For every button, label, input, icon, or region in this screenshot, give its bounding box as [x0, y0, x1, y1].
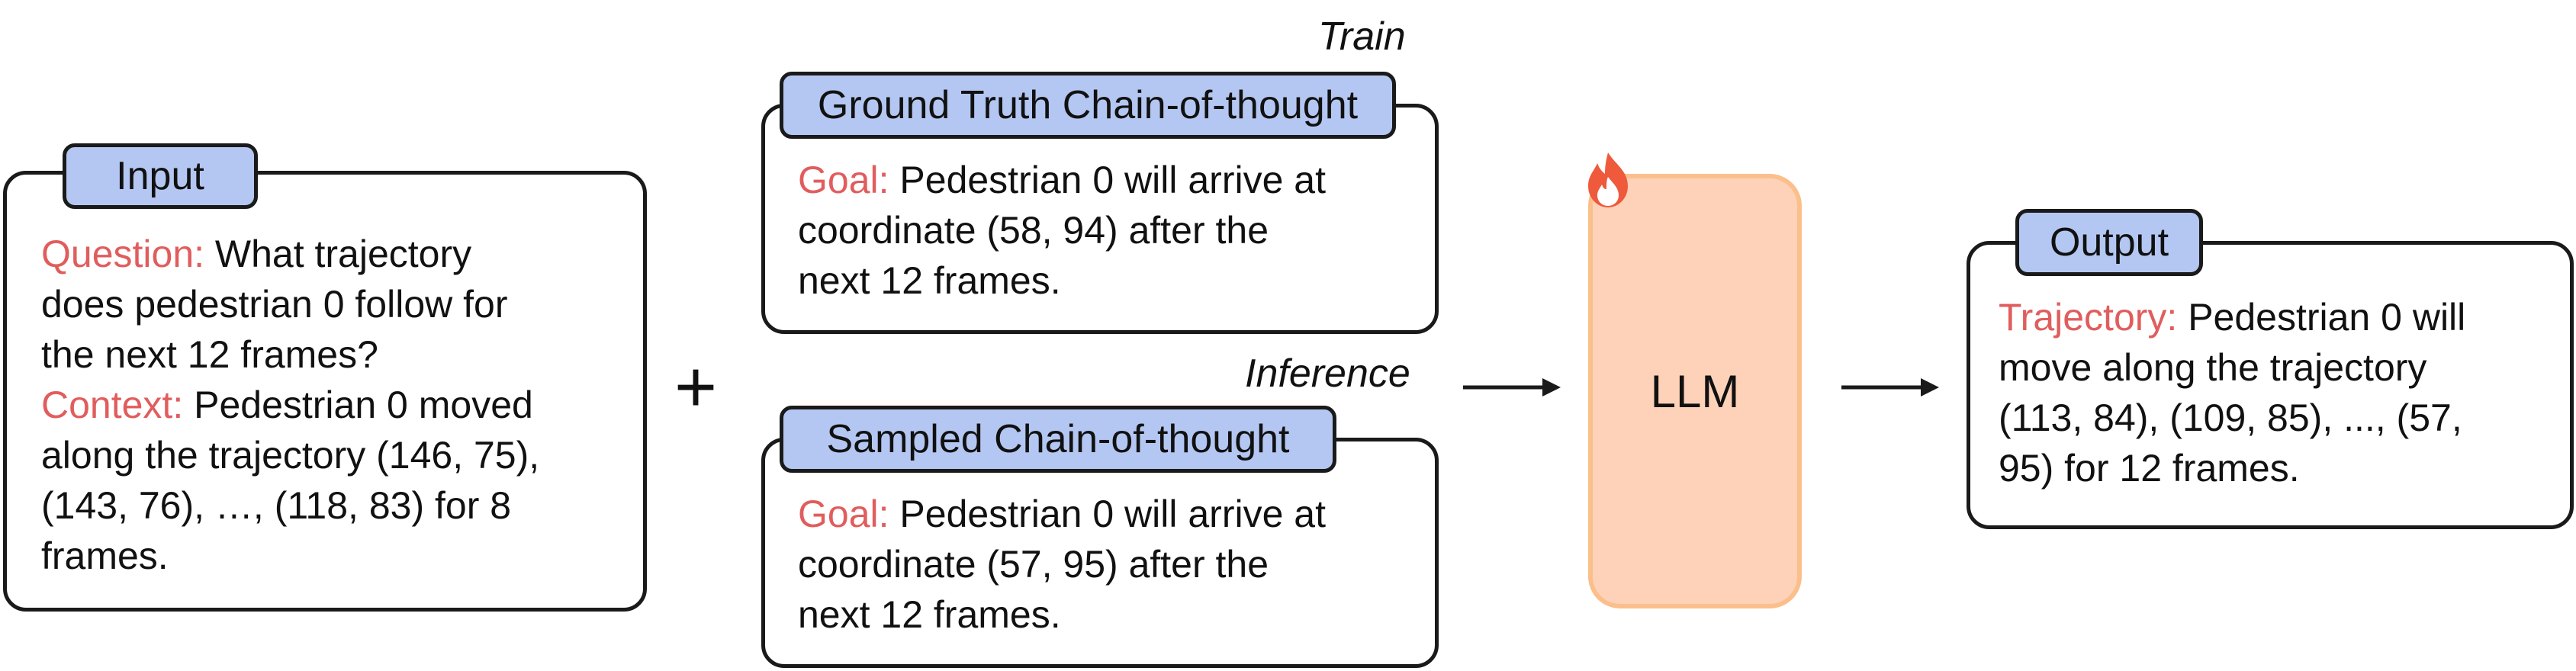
inference-box — [761, 438, 1439, 668]
output-line-2: (113, 84), (109, 85), ..., (57, — [1999, 393, 2465, 443]
output-line-text: 95) for 12 frames. — [1999, 447, 2300, 490]
plus-sign: + — [674, 346, 718, 428]
inference-line-1: coordinate (57, 95) after the — [798, 539, 1326, 589]
input-line-text: along the trajectory (146, 75), — [41, 434, 540, 477]
inference-line-text: Pedestrian 0 will arrive at — [889, 493, 1326, 535]
output-text: Trajectory: Pedestrian 0 will move along… — [1999, 292, 2465, 493]
train-line-text: next 12 frames. — [798, 259, 1061, 302]
input-line-text: Pedestrian 0 moved — [183, 384, 533, 426]
goal-label: Goal: — [798, 159, 889, 201]
input-line-text: frames. — [41, 535, 169, 577]
output-line-text: (113, 84), (109, 85), ..., (57, — [1999, 396, 2462, 439]
input-text: Question: What trajectory does pedestria… — [41, 229, 539, 581]
inference-line-2: next 12 frames. — [798, 589, 1326, 640]
inference-line-text: coordinate (57, 95) after the — [798, 543, 1269, 586]
question-label: Question: — [41, 233, 205, 275]
input-line-4: along the trajectory (146, 75), — [41, 430, 539, 480]
input-line-text: (143, 76), …, (118, 83) for 8 — [41, 484, 512, 527]
output-line-0: Trajectory: Pedestrian 0 will — [1999, 292, 2465, 342]
inference-line-text: next 12 frames. — [798, 593, 1061, 636]
llm-label: LLM — [1650, 365, 1740, 417]
train-line-text: coordinate (58, 94) after the — [798, 209, 1269, 252]
flame-icon — [1588, 152, 1628, 207]
train-box — [761, 104, 1439, 334]
input-line-0: Question: What trajectory — [41, 229, 539, 279]
output-tab: Output — [2015, 209, 2203, 276]
arrow-to-llm — [1463, 378, 1561, 396]
context-label: Context: — [41, 384, 184, 426]
trajectory-label: Trajectory: — [1999, 296, 2178, 339]
input-line-5: (143, 76), …, (118, 83) for 8 — [41, 480, 539, 531]
train-tab: Ground Truth Chain-of-thought — [780, 72, 1396, 139]
output-box — [1967, 241, 2574, 529]
inference-tab: Sampled Chain-of-thought — [780, 406, 1336, 473]
inference-text: Goal: Pedestrian 0 will arrive at coordi… — [798, 489, 1326, 640]
input-box — [3, 171, 647, 612]
input-line-3: Context: Pedestrian 0 moved — [41, 380, 539, 430]
output-line-1: move along the trajectory — [1999, 342, 2465, 393]
output-line-text: move along the trajectory — [1999, 346, 2427, 389]
train-label: Train — [1318, 14, 1406, 59]
goal-label: Goal: — [798, 493, 889, 535]
output-line-text: Pedestrian 0 will — [2177, 296, 2466, 339]
input-line-1: does pedestrian 0 follow for — [41, 279, 539, 329]
train-line-text: Pedestrian 0 will arrive at — [889, 159, 1326, 201]
input-line-text: What trajectory — [204, 233, 472, 275]
input-line-6: frames. — [41, 531, 539, 581]
input-tab: Input — [63, 143, 258, 209]
input-line-text: the next 12 frames? — [41, 333, 378, 376]
train-text: Goal: Pedestrian 0 will arrive at coordi… — [798, 155, 1326, 306]
output-line-3: 95) for 12 frames. — [1999, 443, 2465, 493]
train-line-0: Goal: Pedestrian 0 will arrive at — [798, 155, 1326, 205]
inference-label: Inference — [1245, 352, 1410, 396]
arrow-to-output — [1841, 378, 1939, 396]
train-line-1: coordinate (58, 94) after the — [798, 205, 1326, 255]
inference-line-0: Goal: Pedestrian 0 will arrive at — [798, 489, 1326, 539]
llm-block: LLM — [1588, 174, 1802, 608]
input-line-2: the next 12 frames? — [41, 329, 539, 380]
input-line-text: does pedestrian 0 follow for — [41, 283, 508, 326]
train-line-2: next 12 frames. — [798, 255, 1326, 306]
